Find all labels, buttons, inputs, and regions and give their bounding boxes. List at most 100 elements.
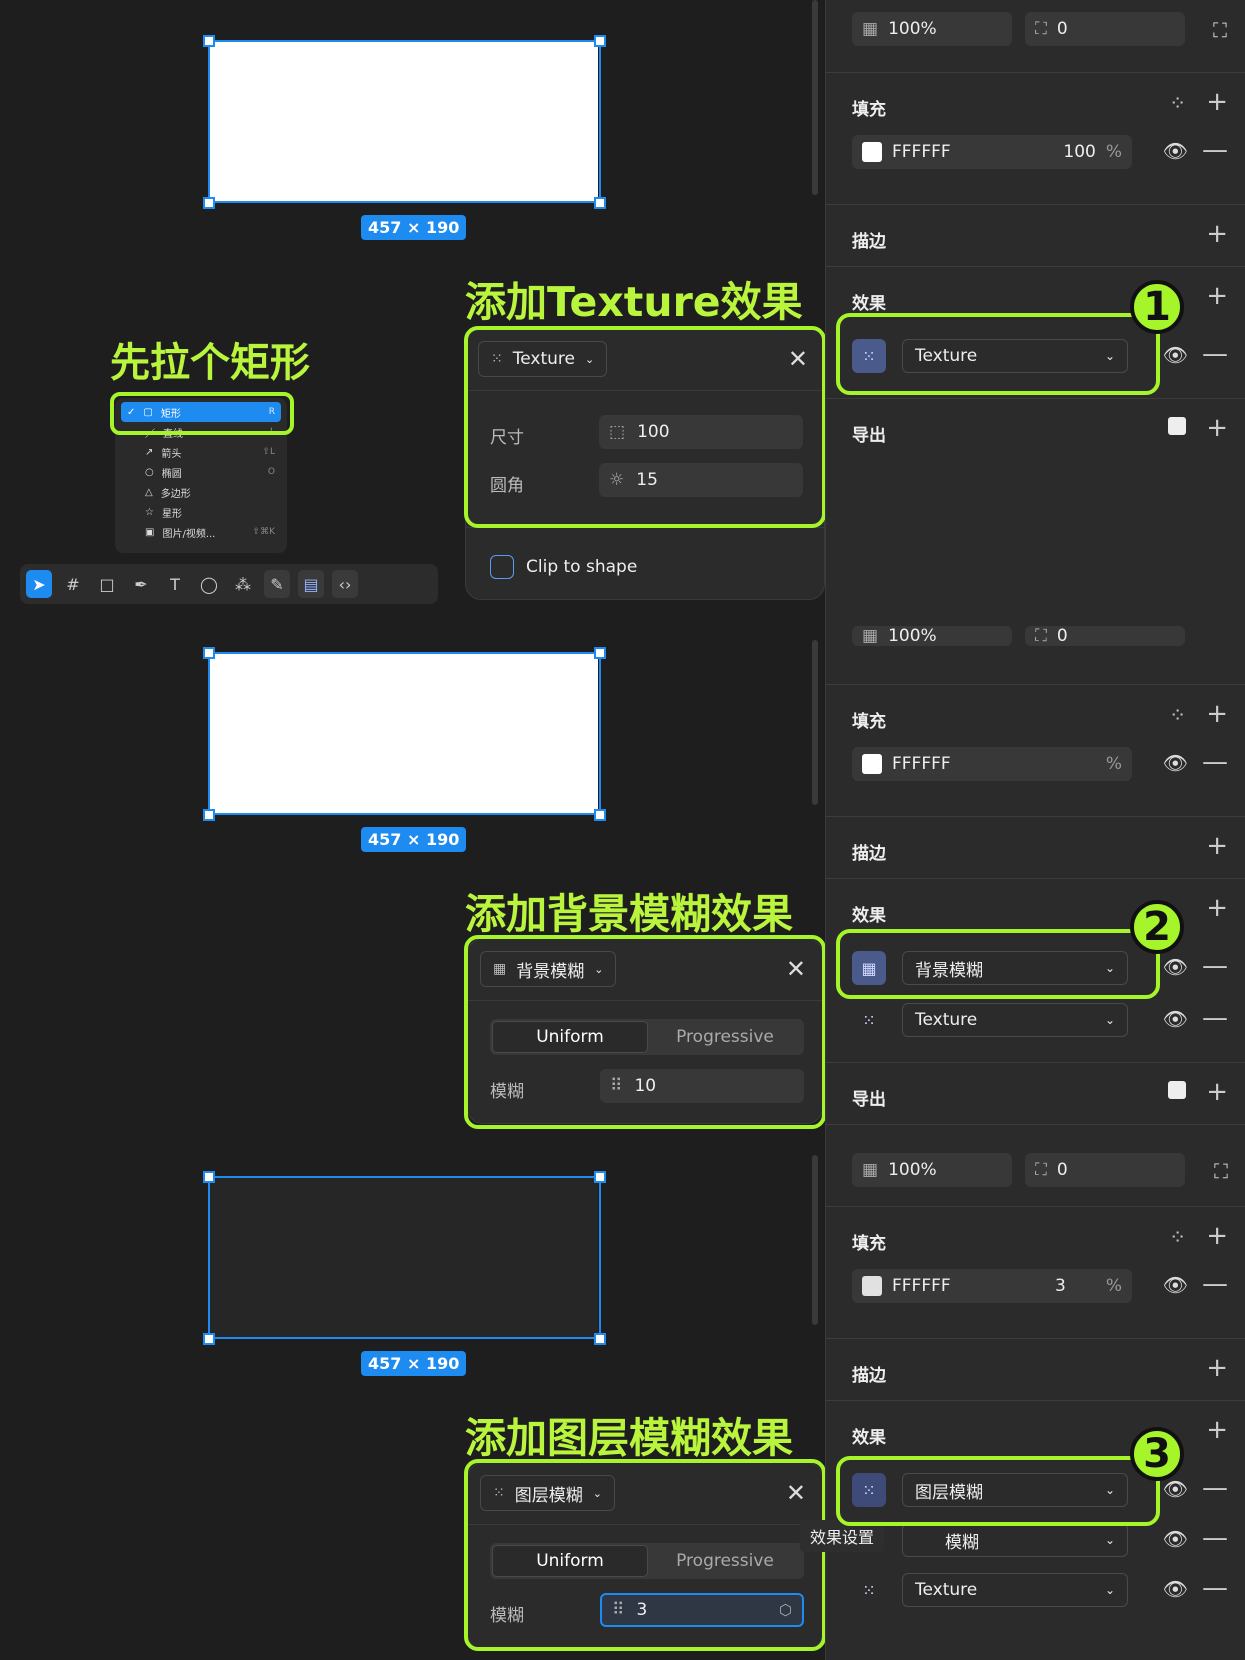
remove-effect-icon[interactable]: — [1202, 1003, 1228, 1033]
resize-handle[interactable] [594, 1171, 606, 1183]
uniform-tab[interactable]: Uniform [492, 1545, 648, 1577]
canvas-scrollbar[interactable] [812, 1155, 818, 1325]
independent-corners-icon[interactable]: ⛶ [1213, 18, 1227, 42]
effect-dropdown[interactable]: Texture⌄ [902, 1573, 1128, 1607]
add-export-icon[interactable]: + [1206, 413, 1228, 443]
opacity-field[interactable]: ▦100% [852, 12, 1012, 46]
layer-blur-icon[interactable]: ⁙ [852, 1473, 886, 1507]
texture-icon[interactable]: ⁙ [862, 1580, 876, 1600]
effect-dropdown[interactable]: 背景模糊⌄ [902, 951, 1128, 985]
canvas-scrollbar[interactable] [812, 640, 818, 805]
corner-field[interactable]: ⛶0 [1025, 12, 1185, 46]
texture-rect-1[interactable] [210, 42, 598, 202]
color-swatch[interactable] [862, 142, 882, 162]
add-stroke-icon[interactable]: + [1206, 831, 1228, 861]
selection-box-1[interactable] [208, 40, 601, 203]
add-stroke-icon[interactable]: + [1206, 1353, 1228, 1383]
remove-fill-icon[interactable]: — [1202, 747, 1228, 777]
independent-corners-icon[interactable]: ⛶ [1214, 1159, 1228, 1183]
remove-fill-icon[interactable]: — [1202, 1269, 1228, 1299]
comment-tool-icon[interactable]: ◯ [200, 574, 218, 594]
color-swatch[interactable] [862, 1276, 882, 1296]
remove-effect-icon[interactable]: — [1202, 1473, 1228, 1503]
effect-type-dropdown[interactable]: ⁙ 图层模糊 ⌄ [480, 1475, 615, 1511]
resize-handle[interactable] [594, 1333, 606, 1345]
resize-handle[interactable] [594, 647, 606, 659]
resize-handle[interactable] [594, 809, 606, 821]
add-fill-icon[interactable]: + [1206, 1221, 1228, 1251]
selection-box-2[interactable] [208, 652, 601, 815]
progressive-tab[interactable]: Progressive [676, 1027, 774, 1047]
corner-field[interactable]: ⛶0 [1025, 626, 1185, 646]
progressive-tab[interactable]: Progressive [676, 1551, 774, 1571]
effect-type-dropdown[interactable]: ⁙ Texture ⌄ [478, 341, 608, 377]
export-settings-icon[interactable] [1168, 1081, 1186, 1099]
blur-input[interactable]: ⠿ 3 ⬡ [600, 1593, 804, 1627]
eye-icon[interactable]: 👁 [1162, 1577, 1188, 1601]
blurred-rect-3[interactable] [210, 1178, 598, 1338]
resize-handle[interactable] [203, 809, 215, 821]
menu-item-star[interactable]: ☆星形 [121, 502, 281, 522]
menu-item-arrow[interactable]: ↗箭头⇧L [121, 442, 281, 462]
dev-mode-icon[interactable]: ‹› [332, 570, 358, 598]
eye-icon[interactable]: 👁 [1162, 1273, 1188, 1297]
remove-effect-icon[interactable]: — [1202, 951, 1228, 981]
remove-fill-icon[interactable]: — [1202, 135, 1228, 165]
eye-icon[interactable]: 👁 [1162, 1527, 1188, 1551]
draw-mode-icon[interactable]: ✎ [264, 570, 290, 598]
eye-icon[interactable]: 👁 [1162, 955, 1188, 979]
texture-rect-2[interactable] [210, 652, 598, 814]
styles-icon[interactable]: ⁘ [1169, 91, 1186, 115]
canvas-scrollbar[interactable] [812, 0, 818, 195]
add-fill-icon[interactable]: + [1206, 699, 1228, 729]
variable-icon[interactable]: ⬡ [778, 1601, 792, 1619]
menu-item-rectangle[interactable]: ✓ ▢ 矩形 R [121, 402, 281, 422]
add-effect-icon[interactable]: + [1206, 1415, 1228, 1445]
add-effect-icon[interactable]: + [1206, 893, 1228, 923]
menu-item-image[interactable]: ▣图片/视频...⇧⌘K [121, 522, 281, 542]
opacity-field[interactable]: ▦100% [852, 1153, 1012, 1187]
effect-type-dropdown[interactable]: ▦ 背景模糊 ⌄ [480, 951, 617, 987]
eye-icon[interactable]: 👁 [1162, 1007, 1188, 1031]
close-icon[interactable]: ✕ [785, 1479, 806, 1507]
effect-dropdown[interactable]: Texture⌄ [902, 339, 1128, 373]
remove-effect-icon[interactable]: — [1202, 339, 1228, 369]
texture-icon[interactable]: ⁙ [852, 339, 886, 373]
add-effect-icon[interactable]: + [1206, 281, 1228, 311]
background-blur-icon[interactable]: ▦ [852, 951, 886, 985]
uniform-tab[interactable]: Uniform [492, 1021, 648, 1053]
eye-icon[interactable]: 👁 [1162, 139, 1188, 163]
fill-color-field[interactable]: FFFFFF 3 % [852, 1269, 1132, 1303]
resize-handle[interactable] [203, 35, 215, 47]
add-export-icon[interactable]: + [1206, 1077, 1228, 1107]
opacity-field[interactable]: ▦100% [852, 626, 1012, 646]
corner-field[interactable]: ⛶0 [1025, 1153, 1185, 1187]
clip-checkbox[interactable] [490, 555, 514, 579]
menu-item-polygon[interactable]: △多边形 [121, 482, 281, 502]
resize-handle[interactable] [594, 197, 606, 209]
remove-effect-icon[interactable]: — [1202, 1523, 1228, 1553]
frame-tool-icon[interactable]: # [66, 574, 80, 594]
eye-icon[interactable]: 👁 [1162, 343, 1188, 367]
eye-icon[interactable]: 👁 [1162, 751, 1188, 775]
effect-dropdown[interactable]: Texture⌄ [902, 1003, 1128, 1037]
remove-effect-icon[interactable]: — [1202, 1573, 1228, 1603]
design-mode-icon[interactable]: ▤ [298, 570, 324, 598]
selection-box-3[interactable] [208, 1176, 601, 1339]
rectangle-tool-icon[interactable]: □ [99, 574, 115, 594]
resize-handle[interactable] [594, 35, 606, 47]
eye-icon[interactable]: 👁 [1162, 1477, 1188, 1501]
add-fill-icon[interactable]: + [1206, 87, 1228, 117]
fill-color-field[interactable]: FFFFFF % [852, 747, 1132, 781]
pen-tool-icon[interactable]: ✒ [134, 574, 148, 594]
text-tool-icon[interactable]: T [170, 574, 180, 594]
resize-handle[interactable] [203, 197, 215, 209]
components-icon[interactable]: ⁂ [235, 574, 251, 594]
effect-dropdown[interactable]: 模糊⌄ [902, 1523, 1128, 1557]
blur-input[interactable]: ⠿ 10 [600, 1069, 804, 1103]
fill-color-field[interactable]: FFFFFF 100 % [852, 135, 1132, 169]
styles-icon[interactable]: ⁘ [1169, 1225, 1186, 1249]
move-tool-icon[interactable]: ➤ [26, 570, 52, 598]
resize-handle[interactable] [203, 647, 215, 659]
